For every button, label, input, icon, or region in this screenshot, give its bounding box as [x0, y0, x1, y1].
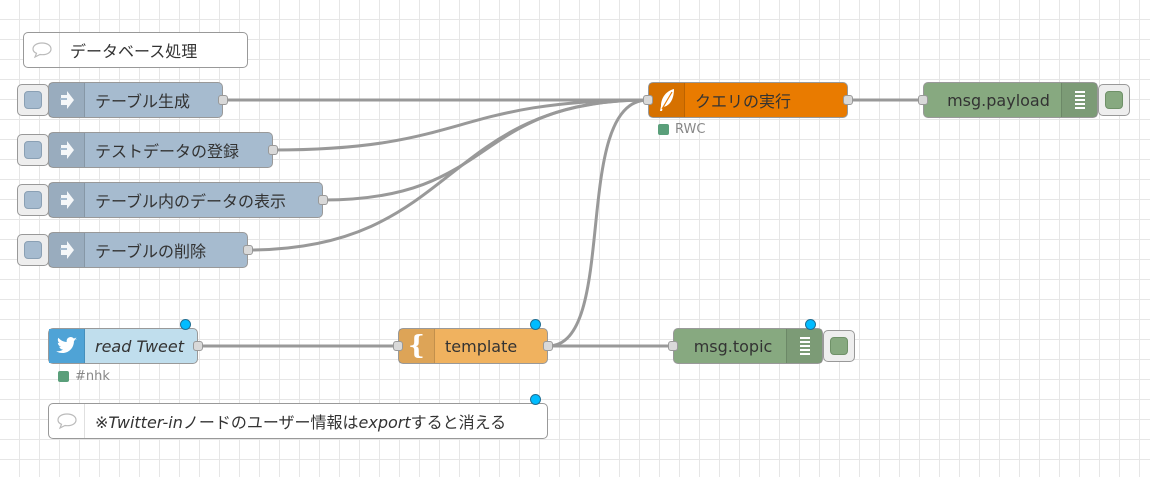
output-port[interactable] — [193, 341, 203, 351]
inject-node-show-table-data[interactable]: テーブル内のデータの表示 — [48, 182, 328, 218]
inject-node-create-table[interactable]: テーブル生成 — [48, 82, 228, 118]
comment-node-db-title[interactable]: データベース処理 — [23, 32, 248, 68]
twitter-in-node[interactable]: read Tweet — [48, 328, 203, 364]
twitter-status: #nhk — [58, 369, 110, 384]
output-port[interactable] — [218, 95, 228, 105]
wire-insert-test[interactable] — [272, 98, 649, 152]
output-port[interactable] — [268, 145, 278, 155]
wire-template-to-query[interactable] — [547, 98, 649, 348]
inject-arrow-icon — [49, 183, 85, 217]
input-port[interactable] — [918, 95, 928, 105]
feather-icon — [649, 83, 685, 117]
changed-indicator — [180, 319, 191, 330]
status-text: #nhk — [75, 369, 110, 384]
inject-button[interactable] — [17, 234, 49, 266]
debug-toggle-button[interactable] — [823, 330, 855, 362]
inject-button[interactable] — [17, 184, 49, 216]
inject-node-label: テーブル内のデータの表示 — [95, 192, 287, 211]
inject-node-label: テーブルの削除 — [95, 242, 207, 261]
twitter-node-label: read Tweet — [95, 336, 184, 356]
inject-button[interactable] — [17, 134, 49, 166]
debug-node-topic[interactable]: msg.topic — [668, 328, 823, 364]
inject-arrow-icon — [49, 83, 85, 117]
status-text: RWC — [675, 122, 706, 137]
inject-node-drop-table[interactable]: テーブルの削除 — [48, 232, 253, 268]
comment-icon — [24, 33, 60, 67]
output-port[interactable] — [543, 341, 553, 351]
debug-node-label: msg.payload — [947, 90, 1050, 110]
inject-arrow-icon — [49, 133, 85, 167]
debug-node-label: msg.topic — [693, 336, 773, 356]
debug-node-payload[interactable]: msg.payload — [918, 82, 1098, 118]
debug-toggle-button[interactable] — [1098, 84, 1130, 116]
status-dot — [658, 124, 669, 135]
comment-label: ※Twitter-inノードのユーザー情報はexportすると消える — [95, 413, 507, 432]
inject-node-insert-test-data[interactable]: テストデータの登録 — [48, 132, 278, 168]
sqlite-node-label: クエリの実行 — [695, 92, 792, 111]
changed-indicator — [805, 319, 816, 330]
template-node[interactable]: { template — [393, 328, 553, 364]
inject-node-label: テーブル生成 — [95, 92, 191, 111]
sqlite-node-query[interactable]: クエリの実行 — [643, 82, 853, 118]
input-port[interactable] — [668, 341, 678, 351]
twitter-bird-icon — [49, 329, 85, 363]
sqlite-status: RWC — [658, 122, 705, 137]
input-port[interactable] — [643, 95, 653, 105]
comment-icon — [49, 404, 85, 438]
status-dot — [58, 371, 69, 382]
output-port[interactable] — [243, 245, 253, 255]
inject-node-label: テストデータの登録 — [95, 142, 240, 161]
curly-brace-icon: { — [399, 329, 435, 363]
inject-button[interactable] — [17, 84, 49, 116]
inject-arrow-icon — [49, 233, 85, 267]
template-node-label: template — [445, 336, 518, 356]
changed-indicator — [530, 394, 541, 405]
comment-node-twitter-note[interactable]: ※Twitter-inノードのユーザー情報はexportすると消える — [48, 403, 548, 439]
input-port[interactable] — [393, 341, 403, 351]
comment-label: データベース処理 — [70, 42, 198, 61]
output-port[interactable] — [318, 195, 328, 205]
wire-drop-table[interactable] — [247, 98, 649, 252]
changed-indicator — [530, 319, 541, 330]
output-port[interactable] — [843, 95, 853, 105]
list-icon — [1061, 83, 1097, 117]
list-icon — [786, 329, 822, 363]
